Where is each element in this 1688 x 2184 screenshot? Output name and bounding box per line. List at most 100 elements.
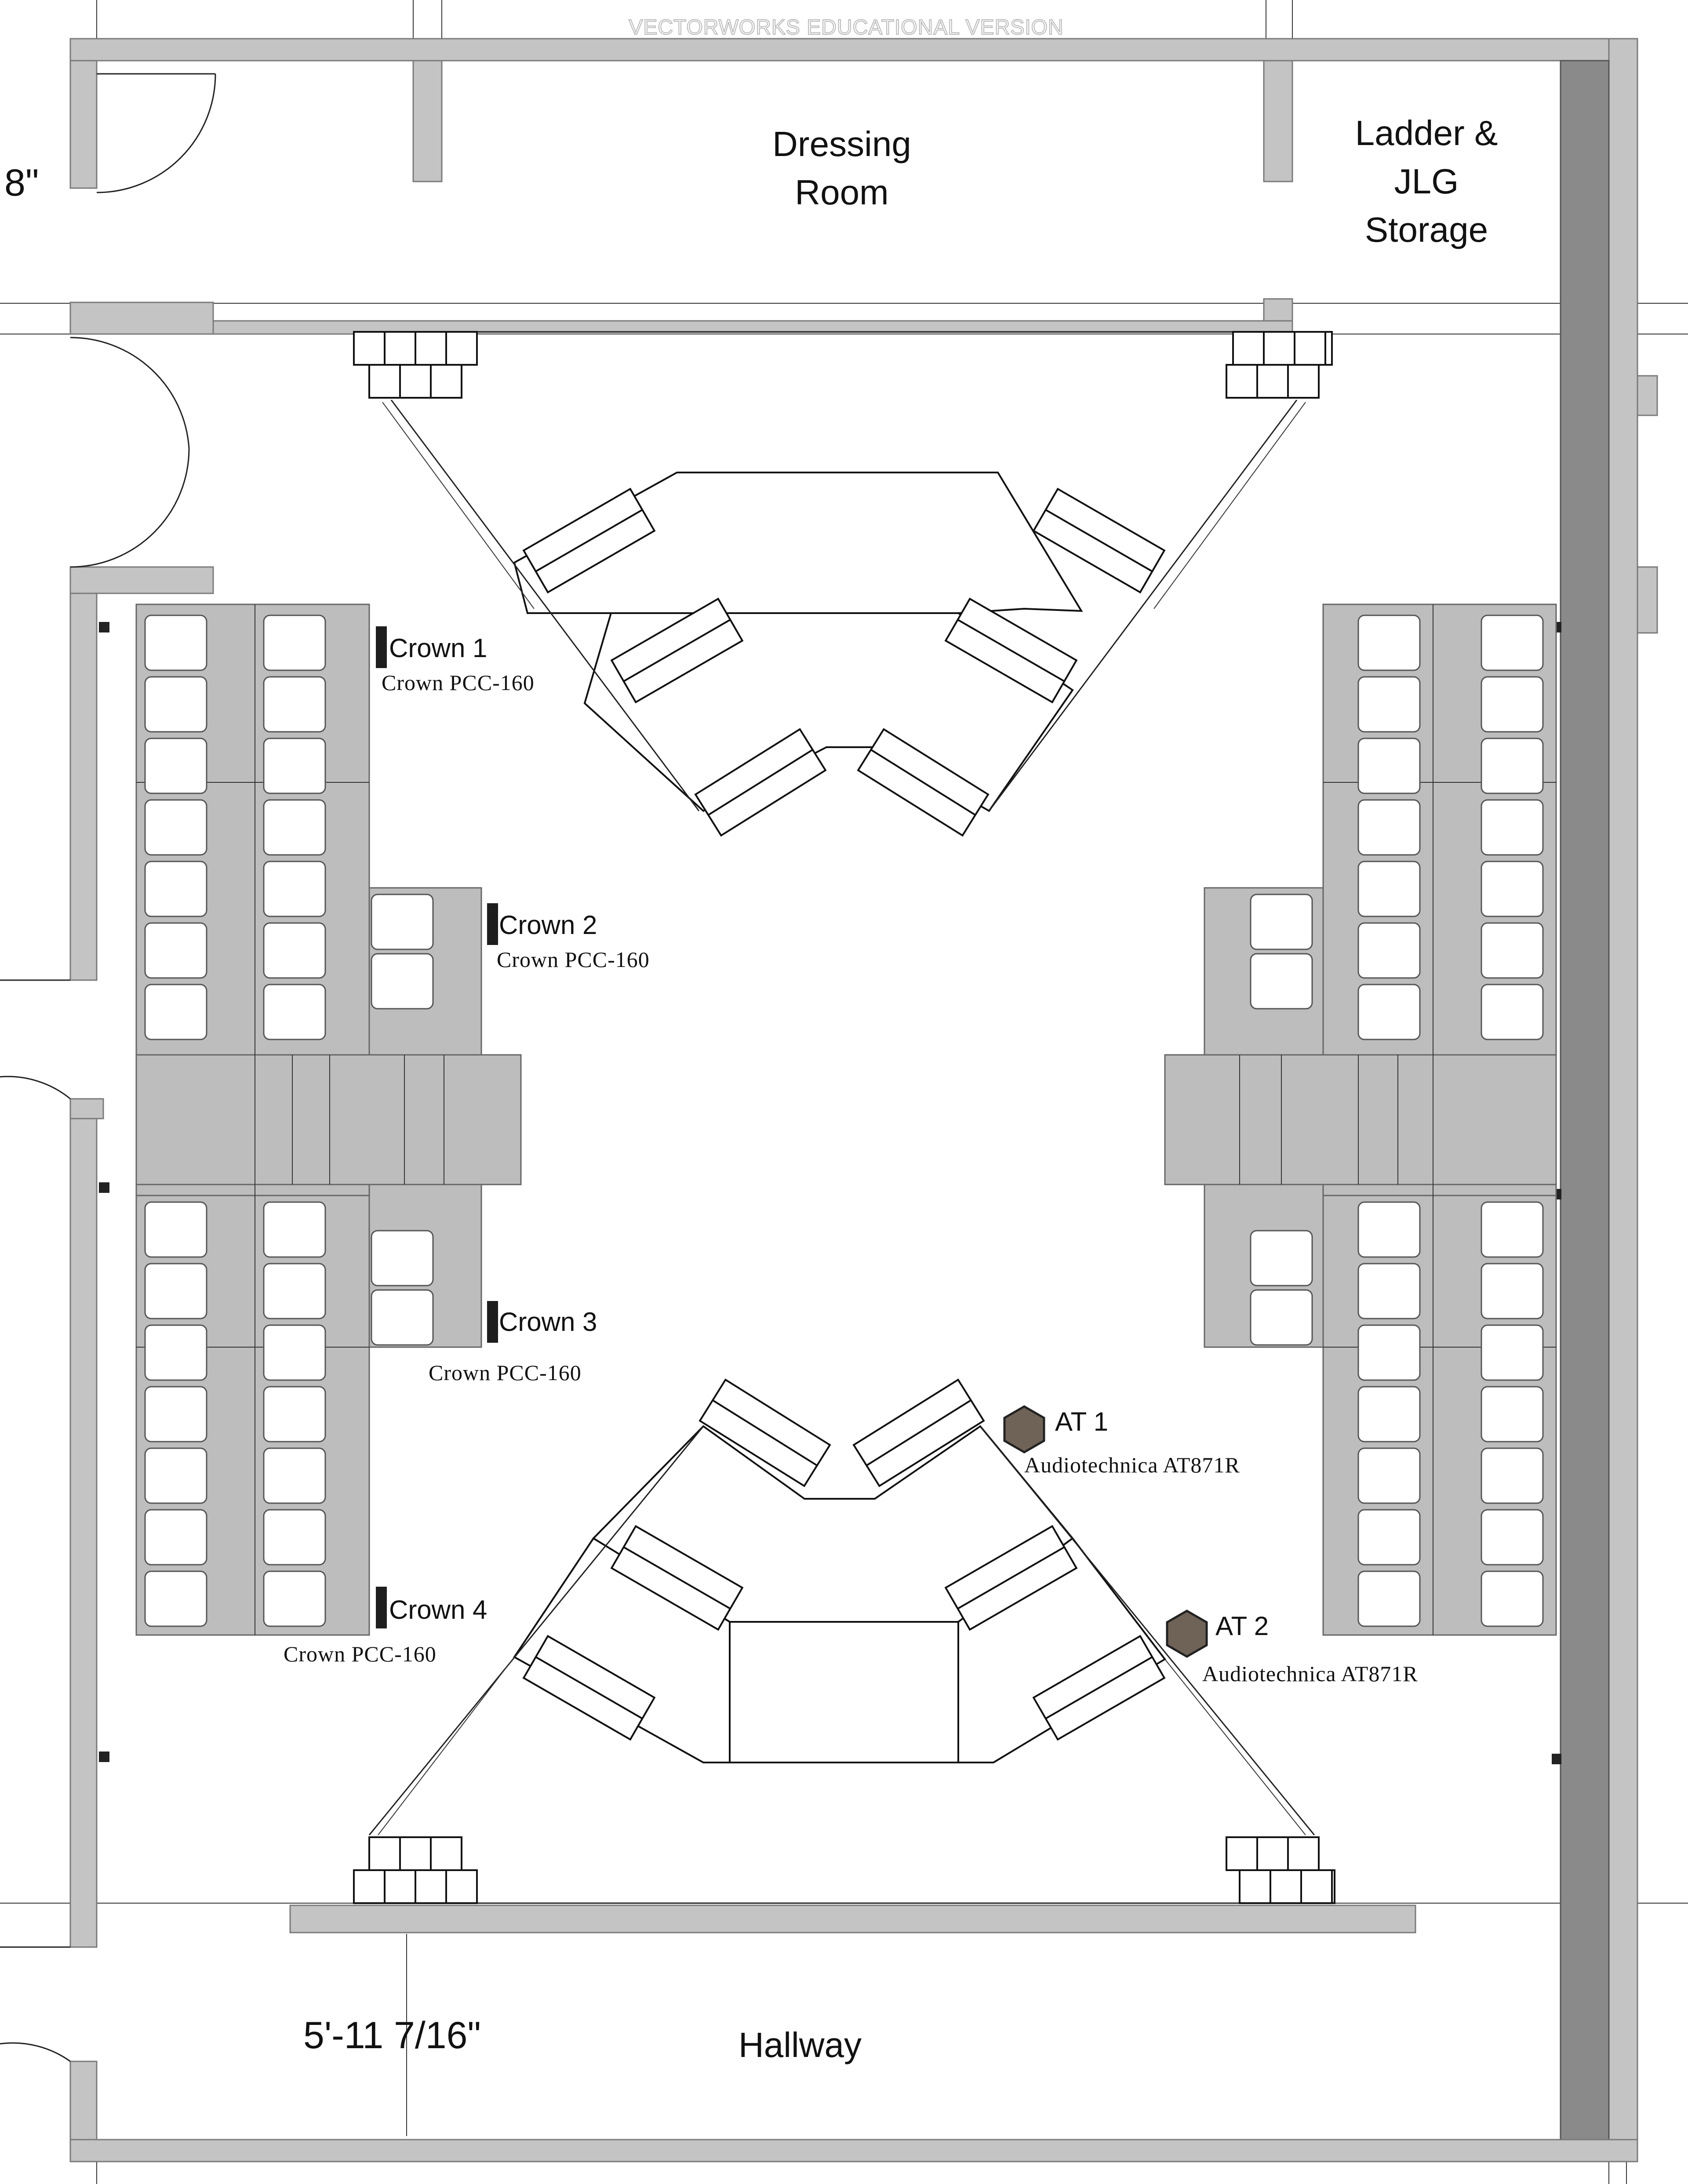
seat: [263, 1386, 326, 1443]
seat: [144, 1447, 207, 1504]
dimension-bottom: 5'-11 7/16": [303, 2014, 481, 2057]
svg-text:Ladder &: Ladder &: [1355, 113, 1498, 153]
svg-text:Storage: Storage: [1365, 210, 1488, 249]
speaker-crown-4-model: Crown PCC-160: [284, 1642, 437, 1666]
dressing-room-pier-right: [1263, 60, 1293, 182]
left-upper-jamb: [69, 302, 214, 335]
step-units-bottom-right: [1226, 1836, 1335, 1904]
seat: [1481, 1201, 1544, 1258]
speakers: Crown 1 Crown PCC-160 Crown 2 Crown PCC-…: [284, 626, 650, 1666]
seat: [1357, 1324, 1421, 1381]
seat: [371, 1230, 434, 1286]
seat: [1481, 1324, 1544, 1381]
seat: [263, 799, 326, 856]
seat: [144, 676, 207, 733]
seat: [1357, 1509, 1421, 1566]
left-seating: [135, 603, 522, 1636]
speaker-crown-2-model: Crown PCC-160: [497, 947, 650, 972]
storage-label: Ladder & JLG Storage: [1355, 113, 1498, 249]
seat: [263, 676, 326, 733]
seat: [1357, 1447, 1421, 1504]
seat: [1250, 1289, 1313, 1346]
seat: [263, 861, 326, 917]
watermark: VECTORWORKS EDUCATIONAL VERSION: [629, 16, 1063, 39]
seat: [144, 1201, 207, 1258]
dressing-room-pier-left: [412, 60, 443, 182]
mic-at-2-label: AT 2: [1215, 1611, 1269, 1641]
speaker-crown-2-label: Crown 2: [499, 910, 597, 940]
seat: [263, 1509, 326, 1566]
right-bump-upper: [1637, 375, 1658, 416]
seat: [1357, 922, 1421, 979]
right-bump-lower: [1637, 566, 1658, 634]
bottom-wall: [69, 2139, 1638, 2162]
seat: [1250, 953, 1313, 1010]
top-wall: [69, 38, 1638, 62]
seat: [263, 1263, 326, 1319]
walls: [69, 38, 1658, 2162]
seat: [1481, 676, 1544, 733]
seat: [144, 799, 207, 856]
dressing-room-bottom-stub: [1263, 298, 1293, 322]
speaker-crown-3-marker: [487, 1301, 498, 1343]
seat: [1481, 614, 1544, 671]
seat: [144, 614, 207, 671]
seat: [1357, 984, 1421, 1040]
speaker-crown-4-marker: [376, 1587, 387, 1628]
left-mid-jamb-top: [69, 566, 214, 594]
microphones: AT 1 Audiotechnica AT871R AT 2 Audiotech…: [1003, 1405, 1418, 1686]
left-mid-wall-upper: [69, 566, 98, 981]
seat: [263, 984, 326, 1040]
seat: [1357, 1570, 1421, 1627]
bottom-stage: [353, 1378, 1335, 1904]
seat: [371, 953, 434, 1010]
seat: [1357, 738, 1421, 794]
seat: [144, 1263, 207, 1319]
seat: [1481, 922, 1544, 979]
seat: [144, 1509, 207, 1566]
seat: [1357, 1263, 1421, 1319]
seat: [144, 1324, 207, 1381]
right-inner-wall: [1560, 60, 1610, 2140]
seat: [263, 922, 326, 979]
svg-text:Room: Room: [795, 173, 888, 212]
seat: [1357, 614, 1421, 671]
seat: [1357, 861, 1421, 917]
dressing-room-label: Dressing Room: [772, 124, 911, 212]
seat: [144, 861, 207, 917]
seat: [263, 1324, 326, 1381]
mic-at-2-model: Audiotechnica AT871R: [1202, 1661, 1418, 1686]
seat: [1357, 676, 1421, 733]
seat: [371, 894, 434, 950]
left-mid-jamb-bottom: [69, 1098, 104, 1119]
step-units-top-right: [1226, 331, 1333, 399]
seat: [263, 1570, 326, 1627]
seat: [263, 614, 326, 671]
speaker-crown-1-marker: [376, 626, 387, 668]
seat: [144, 984, 207, 1040]
seat: [1481, 1447, 1544, 1504]
speaker-crown-1-model: Crown PCC-160: [382, 670, 535, 695]
hallway-label: Hallway: [738, 2025, 862, 2064]
speaker-crown-4-label: Crown 4: [389, 1595, 487, 1624]
seat: [144, 922, 207, 979]
top-stage: [353, 331, 1333, 837]
left-upper-wall: [69, 60, 98, 189]
mic-at-2-marker: [1166, 1610, 1208, 1658]
seat: [1481, 1509, 1544, 1566]
seat: [1250, 1230, 1313, 1286]
seat: [144, 1570, 207, 1627]
step-units-bottom-left: [353, 1836, 478, 1904]
dimension-left: 8": [4, 162, 39, 204]
seats-left-block: [144, 614, 434, 1627]
mic-at-1-marker: [1003, 1405, 1045, 1454]
seat: [263, 738, 326, 794]
seat: [1481, 984, 1544, 1040]
seat: [1250, 894, 1313, 950]
speaker-crown-2-marker: [487, 903, 498, 945]
mic-at-1-model: Audiotechnica AT871R: [1024, 1453, 1240, 1477]
seat: [1481, 1263, 1544, 1319]
mic-at-1-label: AT 1: [1055, 1407, 1108, 1436]
seat: [371, 1289, 434, 1346]
